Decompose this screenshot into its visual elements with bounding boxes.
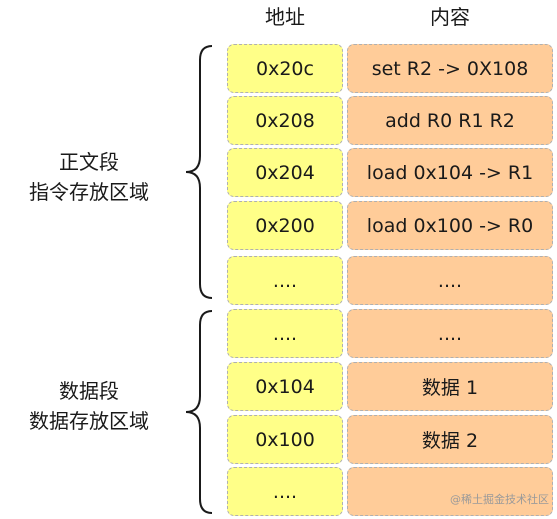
content-header: 内容: [430, 5, 470, 29]
content-cell: load 0x104 -> R1: [347, 148, 553, 197]
address-cell: ....: [227, 467, 343, 516]
address-cell: 0x204: [227, 148, 343, 197]
address-header: 地址: [265, 5, 305, 29]
address-cell: 0x20c: [227, 44, 343, 93]
watermark: @稀土掘金技术社区: [450, 493, 549, 506]
address-cell: 0x200: [227, 201, 343, 250]
memory-row: .... ....: [227, 309, 553, 358]
data-segment-label: 数据段 数据存放区域: [0, 376, 178, 436]
memory-row: 0x204 load 0x104 -> R1: [227, 148, 553, 197]
memory-row: ....: [227, 467, 553, 516]
memory-row: 0x208 add R0 R1 R2: [227, 96, 553, 145]
address-cell: ....: [227, 309, 343, 358]
memory-row: 0x104 数据 1: [227, 362, 553, 411]
content-cell: 数据 1: [347, 362, 553, 411]
code-segment-subtitle: 指令存放区域: [29, 180, 149, 204]
code-segment-brace: [185, 45, 213, 299]
address-cell: 0x208: [227, 96, 343, 145]
content-cell: add R0 R1 R2: [347, 96, 553, 145]
data-segment-brace: [185, 310, 213, 514]
content-cell: 数据 2: [347, 415, 553, 464]
memory-row: .... ....: [227, 256, 553, 305]
data-segment-subtitle: 数据存放区域: [29, 409, 149, 433]
data-segment-title: 数据段: [59, 379, 119, 403]
content-cell: set R2 -> 0X108: [347, 44, 553, 93]
address-cell: ....: [227, 256, 343, 305]
content-cell: ....: [347, 309, 553, 358]
memory-row: 0x200 load 0x100 -> R0: [227, 201, 553, 250]
address-cell: 0x100: [227, 415, 343, 464]
content-cell: ....: [347, 256, 553, 305]
address-cell: 0x104: [227, 362, 343, 411]
content-cell: [347, 467, 553, 516]
memory-row: 0x100 数据 2: [227, 415, 553, 464]
code-segment-title: 正文段: [59, 150, 119, 174]
content-cell: load 0x100 -> R0: [347, 201, 553, 250]
memory-row: 0x20c set R2 -> 0X108: [227, 44, 553, 93]
code-segment-label: 正文段 指令存放区域: [0, 147, 178, 207]
